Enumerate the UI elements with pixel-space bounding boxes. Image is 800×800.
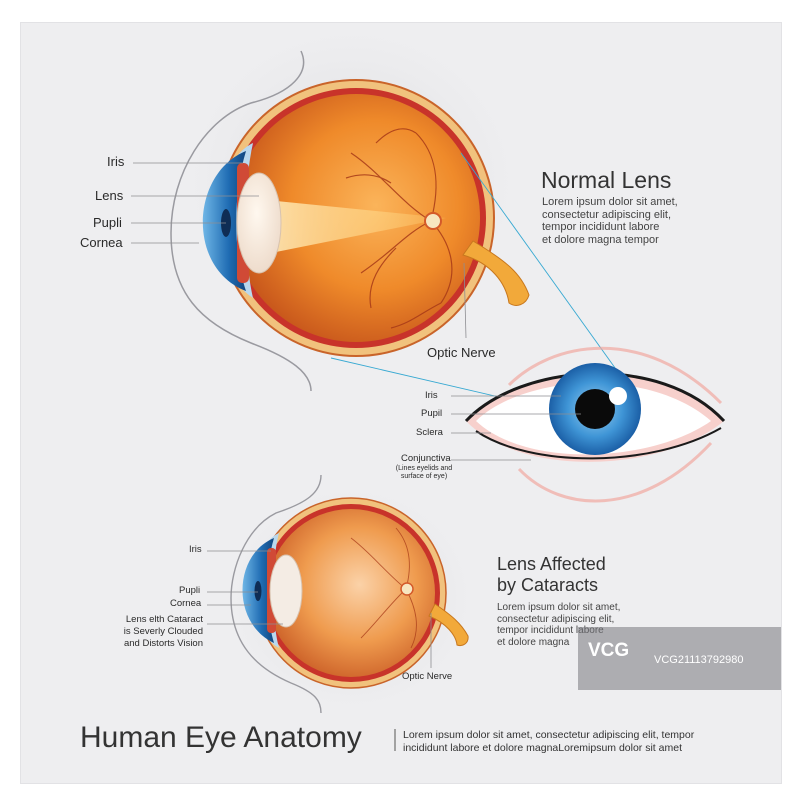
cataracts-heading-line: Lens Affected (497, 554, 606, 574)
label-cataract-optic-nerve: Optic Nerve (402, 671, 453, 682)
cataract-lens-line: is Severly Clouded (123, 626, 203, 637)
cataracts-text-line: tempor incididunt labore (497, 625, 604, 636)
label-iris: Iris (107, 154, 125, 169)
cataract-lens-line: Lens elth Cataract (125, 614, 203, 625)
label-cataract-iris: Iris (189, 544, 202, 555)
label-lens: Lens (95, 188, 124, 203)
normal-eye-cross-section (170, 23, 530, 392)
top-eye-leaders (131, 162, 467, 339)
watermark-id: VCG21113792980 (654, 654, 744, 666)
label-cataract-pupil: Pupli (179, 585, 201, 596)
label-front-iris: Iris (425, 390, 438, 401)
normal-lens-text-line: et dolore magna tempor (542, 233, 659, 246)
label-cataract-lens: Lens elth Cataract is Severly Clouded an… (107, 614, 203, 650)
label-optic-nerve: Optic Nerve (427, 345, 496, 360)
label-front-pupil: Pupil (421, 408, 443, 419)
conjunctiva-note-line: surface of eye) (400, 473, 448, 480)
footer-text: Lorem ipsum dolor sit amet, consectetur … (403, 729, 733, 755)
watermark-band: VCG VCG21113792980 (578, 627, 781, 690)
label-pupil: Pupli (93, 215, 122, 230)
normal-lens-text: Lorem ipsum dolor sit amet, consectetur … (542, 196, 678, 246)
cataracts-text-line: Lorem ipsum dolor sit amet, (497, 602, 621, 613)
cataracts-text-line: et dolore magna (497, 636, 570, 648)
cataract-lens-line: and Distorts Vision (123, 638, 203, 649)
cataracts-text-line: consectetur adipiscing elit, (497, 613, 615, 625)
label-cornea: Cornea (80, 235, 123, 250)
normal-lens-text-line: tempor incididunt labore (542, 221, 660, 233)
page-title: Human Eye Anatomy (80, 721, 362, 754)
cataracts-heading-line: by Cataracts (497, 575, 599, 595)
label-cataract-cornea: Cornea (170, 598, 202, 609)
label-front-conjunctiva: Conjunctiva (401, 453, 451, 464)
cataract-eye-cross-section (207, 474, 476, 714)
conjunctiva-note-line: (Lines eyelids and (395, 465, 453, 472)
label-front-sclera: Sclera (416, 427, 443, 438)
watermark-logo: VCG (588, 640, 630, 661)
eye-illustrations (131, 23, 726, 751)
normal-lens-text-line: consectetur adipiscing elit, (542, 208, 672, 221)
label-conjunctiva-note: (Lines eyelids and surface of eye) (389, 465, 459, 481)
diagram-canvas: Iris Lens Pupli Cornea Optic Nerve Norma… (20, 22, 782, 784)
cataracts-text: Lorem ipsum dolor sit amet, consectetur … (497, 602, 620, 648)
footer-text-line: incididunt labore et dolore magnaLoremip… (403, 742, 682, 754)
cataracts-heading: Lens Affected by Cataracts (497, 554, 606, 596)
front-eye-view (451, 346, 726, 503)
normal-lens-text-line: Lorem ipsum dolor sit amet, (542, 196, 678, 208)
normal-lens-heading: Normal Lens (541, 167, 672, 193)
footer-text-line: Lorem ipsum dolor sit amet, consectetur … (403, 729, 695, 741)
